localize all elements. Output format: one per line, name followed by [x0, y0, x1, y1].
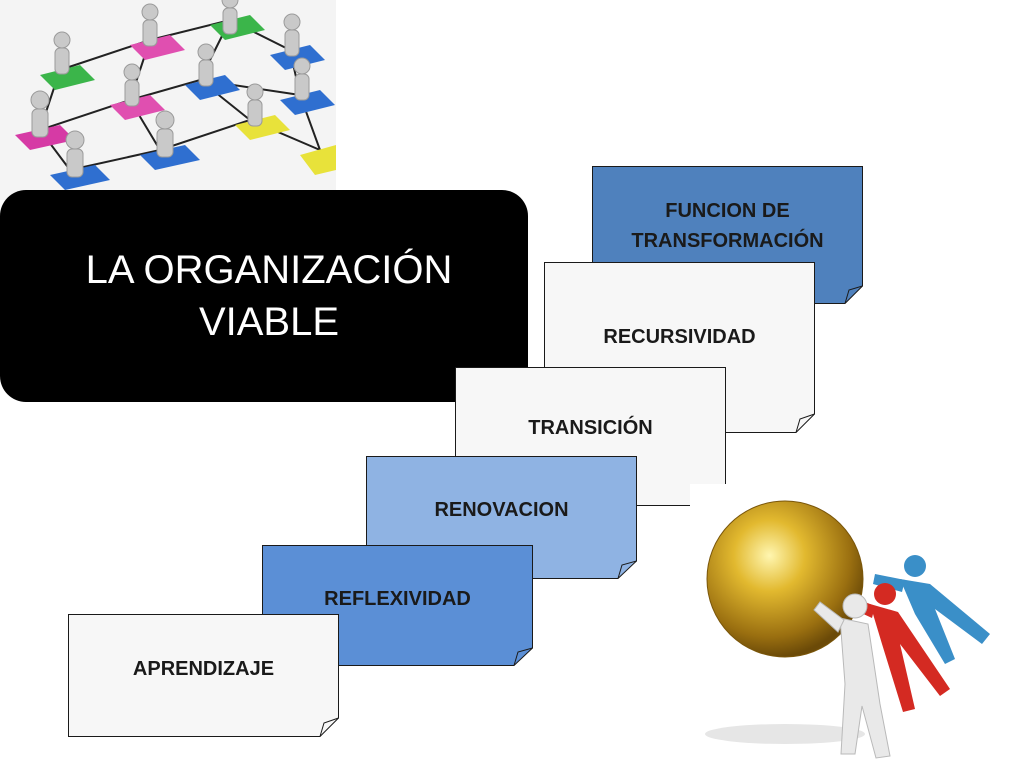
step-aprendizaje: APRENDIZAJE — [68, 614, 339, 737]
team-pushing-sphere-illustration — [690, 484, 1024, 768]
step-label: TRANSICIÓN — [528, 417, 653, 439]
title-line-2: VIABLE — [198, 300, 340, 344]
step-label: FUNCION DE TRANSFORMACIÓN — [592, 196, 863, 256]
network-people-illustration — [0, 0, 336, 200]
team-sphere-image — [690, 484, 1024, 768]
note-shape — [68, 614, 339, 737]
diagram-title: LA ORGANIZACIÓN VIABLE — [59, 244, 479, 348]
title-box: LA ORGANIZACIÓN VIABLE — [0, 190, 528, 402]
step-label: REFLEXIVIDAD — [324, 588, 471, 610]
title-line-1: LA ORGANIZACIÓN — [85, 248, 453, 292]
network-people-image — [0, 0, 336, 200]
step-label-line-1: FUNCION DE — [665, 200, 790, 222]
step-label-line-2: TRANSFORMACIÓN — [631, 230, 824, 252]
step-label: APRENDIZAJE — [132, 658, 275, 680]
step-label: RENOVACION — [434, 499, 569, 521]
step-label: RECURSIVIDAD — [603, 326, 756, 348]
